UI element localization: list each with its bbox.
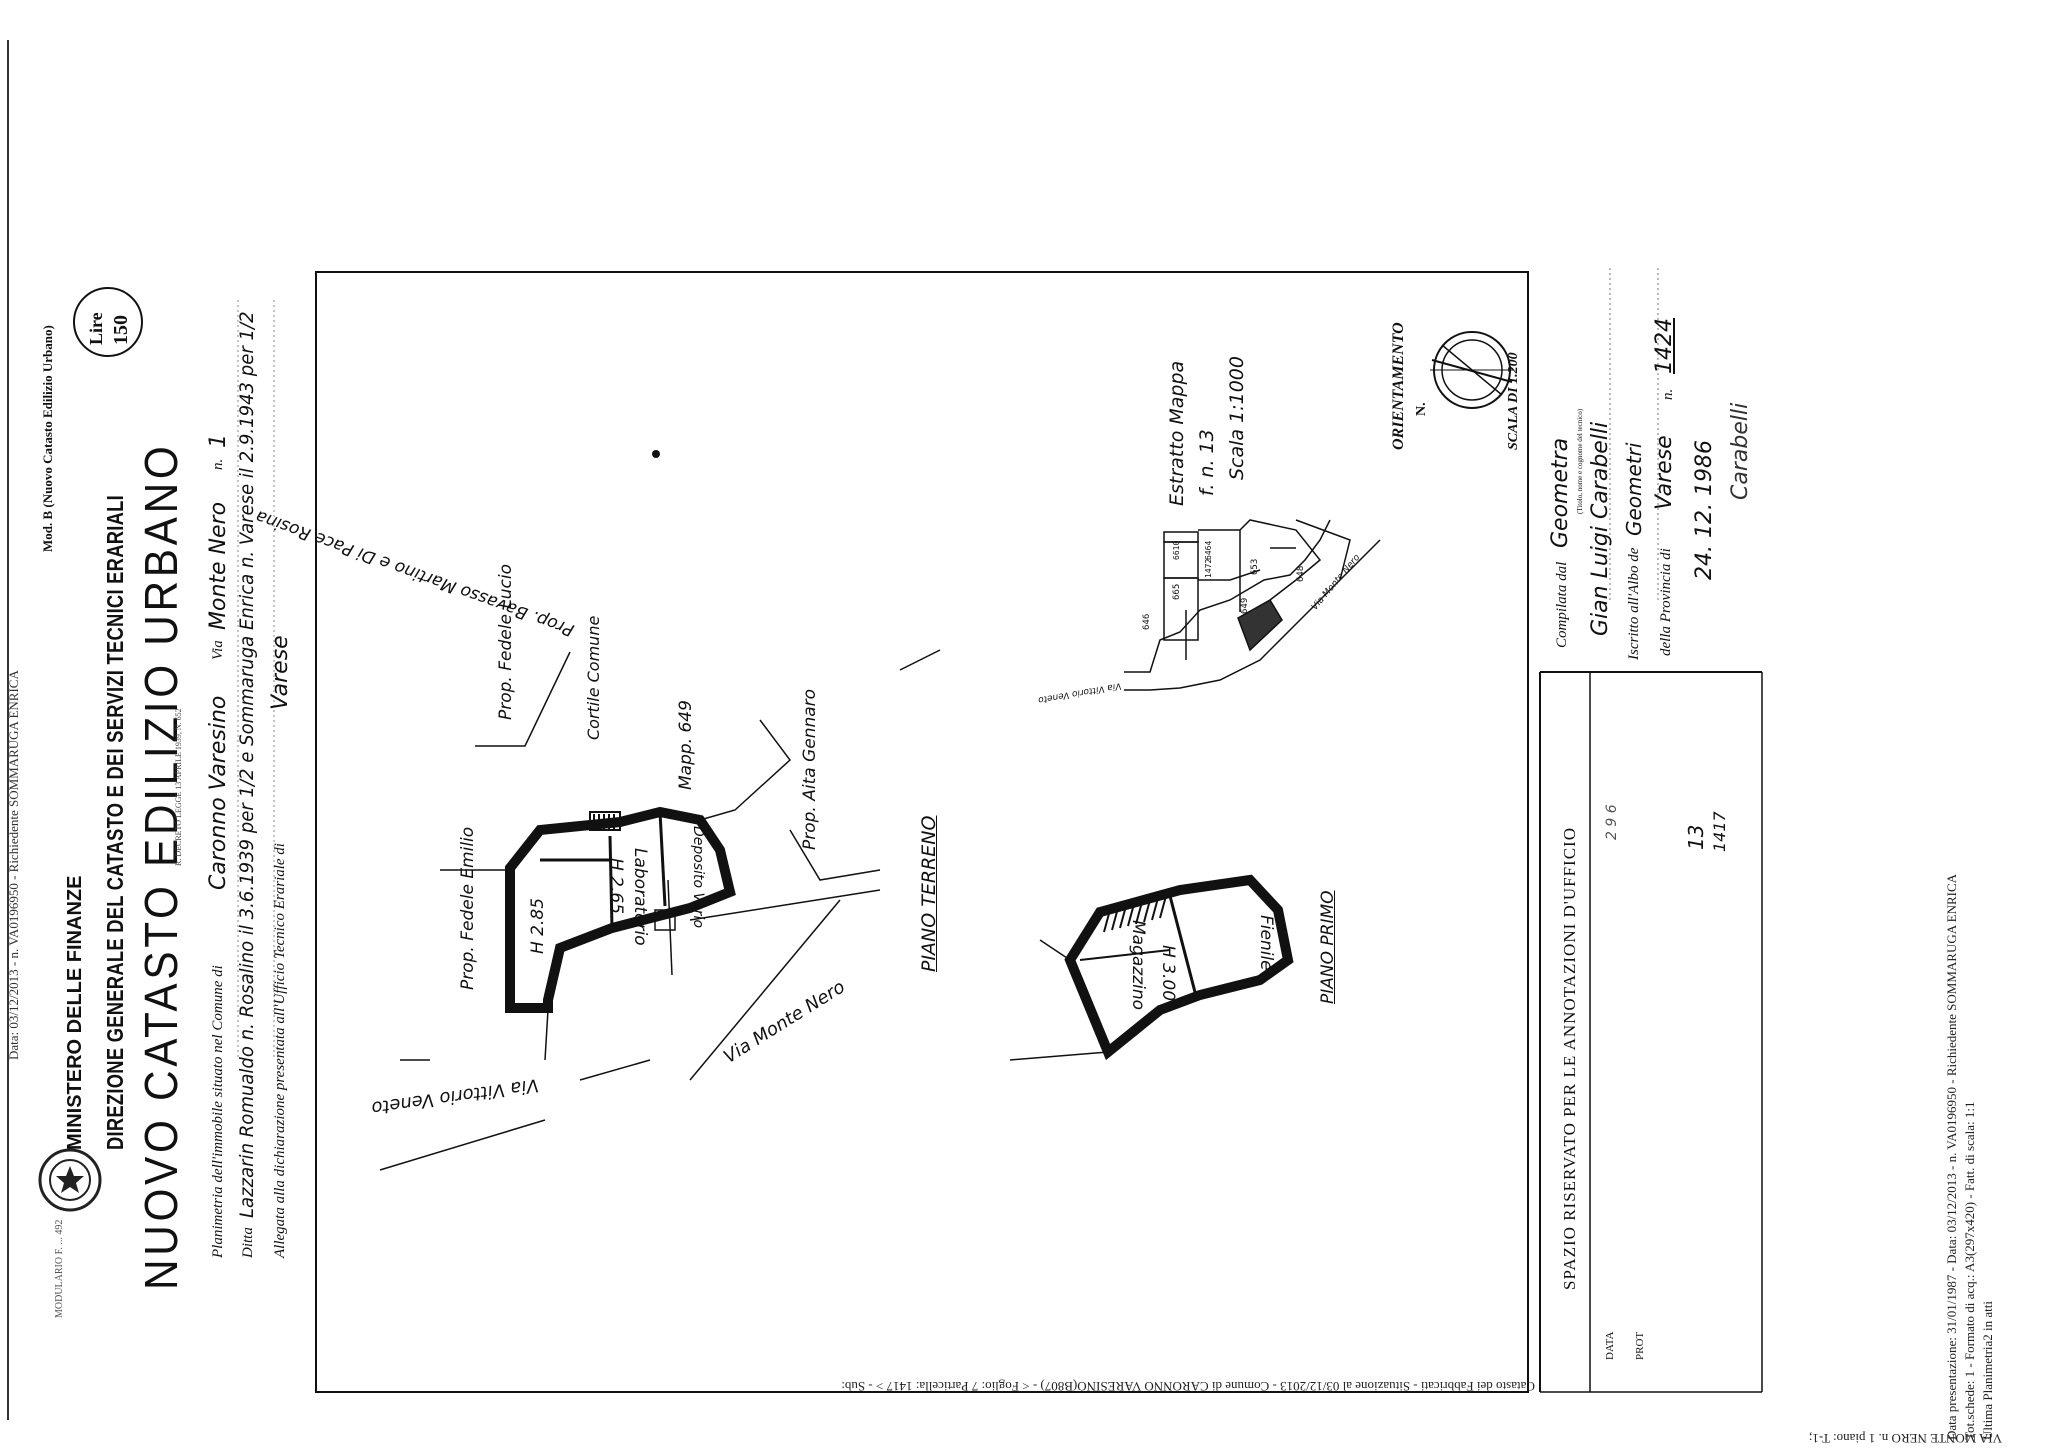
margin-strip-text: Data: 03/12/2013 - n. VA0196950 - Richie… bbox=[6, 670, 21, 1060]
label-prop-aita: Prop. Aita Gennaro bbox=[800, 688, 820, 850]
stamp-circle bbox=[73, 287, 143, 357]
mod-b-label: Mod. B (Nuovo Catasto Edilizio Urbano) bbox=[40, 325, 55, 552]
ministry-title: MINISTERO DELLE FINANZE bbox=[64, 875, 86, 1150]
footer-line-1: Data presentazione: 31/01/1987 - Data: 0… bbox=[1944, 873, 1959, 1440]
label-magazzino: Magazzino bbox=[1128, 920, 1148, 1011]
compilata-data: 24. 12. 1986 bbox=[1692, 440, 1717, 580]
compilata-label-1: Compilata dal bbox=[1554, 561, 1570, 648]
riservato-title: SPAZIO RISERVATO PER LE ANNOTAZIONI D'UF… bbox=[1560, 827, 1579, 1290]
via-vittorio-veneto-road bbox=[379, 1059, 651, 1171]
stamp-value: 150 bbox=[110, 315, 132, 345]
modulario-label: MODULARIO F. ... 492 bbox=[54, 1219, 65, 1318]
compilata-label-2: Iscritto all'Albo de bbox=[1626, 547, 1642, 660]
parcel-label: 6610 bbox=[1172, 540, 1181, 560]
terreno-boundaries bbox=[400, 649, 941, 1081]
estratto-scala: Scala 1:1000 bbox=[1226, 356, 1248, 480]
label-piano-primo: PIANO PRIMO bbox=[1318, 890, 1338, 1004]
piano-terreno-building bbox=[505, 806, 736, 1013]
direzione-title: DIREZIONE GENERALE DEL CATASTO E DEI SER… bbox=[102, 495, 128, 1150]
compilata-qualifica: Geometra bbox=[1548, 437, 1573, 548]
compilata-label-3: della Provincia di bbox=[1658, 548, 1674, 656]
stamp-lire: Lire bbox=[86, 312, 106, 345]
piano-primo-building bbox=[1009, 874, 1294, 1061]
compilata-albo: Geometri bbox=[1622, 442, 1646, 536]
ufficio-value: Varese bbox=[268, 635, 293, 710]
label-deposito: Deposito Vario bbox=[690, 826, 706, 929]
riservato-col-prot: PROT bbox=[1634, 1331, 1646, 1360]
compass-icon bbox=[1430, 331, 1514, 409]
emblem-icon bbox=[38, 1148, 102, 1212]
parcel-label: 6464 bbox=[1204, 540, 1213, 560]
compilata-note: (Titolo, nome e cognome del tecnico) bbox=[1576, 408, 1584, 514]
parcel-label: 649 bbox=[1240, 597, 1250, 614]
parcel-label: 1472 bbox=[1204, 558, 1213, 578]
riservato-val-foglio: 13 bbox=[1684, 824, 1708, 850]
orientamento-north: N. bbox=[1414, 402, 1429, 416]
footer-catasto-line: Catasto dei Fabbricati - Situazione al 0… bbox=[841, 1379, 1535, 1394]
plan-frame bbox=[315, 271, 1529, 1393]
estratto-title: Estratto Mappa bbox=[1166, 360, 1188, 506]
label-piano-terreno: PIANO TERRENO bbox=[918, 815, 940, 972]
ink-dot bbox=[652, 450, 660, 458]
via-prefix: Via bbox=[210, 640, 226, 660]
footer-line-2: Tot.schede: 1 - Formato di acq.: A3(297x… bbox=[1962, 1101, 1977, 1440]
label-h285: H 2.85 bbox=[528, 897, 548, 954]
label-cortile-comune: Cortile Comune bbox=[584, 615, 603, 740]
info-line-2-prefix: Ditta bbox=[240, 1227, 256, 1258]
label-h300: H 3.00 bbox=[1158, 945, 1178, 1002]
parcel-label: 665 bbox=[1172, 583, 1182, 600]
label-prop-fedele-emilio: Prop. Fedele Emilio bbox=[458, 826, 478, 990]
label-mapp: Mapp. 649 bbox=[676, 700, 696, 790]
riservato-col-data: DATA bbox=[1604, 1331, 1616, 1360]
label-fienile: Fienile bbox=[1256, 915, 1276, 971]
document-title: NUOVO CATASTO EDILIZIO URBANO bbox=[135, 442, 187, 1291]
estratto-mappa-drawing bbox=[1124, 519, 1381, 691]
ditta-value: Lazzarin Romualdo n. Rosalino il 3.6.193… bbox=[236, 311, 258, 1218]
comune-value: Caronno Varesino bbox=[206, 695, 231, 890]
parcel-label: 648 bbox=[1296, 565, 1306, 582]
via-value: Monte Nero bbox=[206, 501, 231, 630]
label-h265: H 2.65 bbox=[606, 858, 626, 915]
estratto-foglio: f. n. 13 bbox=[1196, 429, 1218, 496]
riservato-val-prot: 2 9 6 bbox=[1604, 804, 1620, 840]
footer-line-3: Ultima Planimetria2 in atti bbox=[1980, 1300, 1995, 1440]
info-line-3-prefix: Allegata alla dichiarazione presentata a… bbox=[272, 843, 288, 1258]
compilata-nome: Gian Luigi Carabelli bbox=[1588, 421, 1613, 636]
numero-prefix: n. bbox=[210, 458, 226, 470]
label-prop-fedele-lucio: Prop. Fedele Lucio bbox=[496, 563, 516, 720]
compilata-n-prefix: n. bbox=[1660, 388, 1676, 400]
parcel-label: 646 bbox=[1142, 613, 1152, 630]
numero-value: 1 bbox=[206, 434, 231, 448]
info-line-1-prefix: Planimetria dell'immobile situato nel Co… bbox=[210, 965, 226, 1258]
orientamento-scala: SCALA DI 1.200 bbox=[1506, 352, 1521, 450]
parcel-label: 653 bbox=[1250, 558, 1260, 575]
compilata-firma: Carabelli bbox=[1728, 402, 1753, 500]
compilata-n-iscrizione: 1424 bbox=[1652, 318, 1677, 374]
label-laboratorio: Laboratorio bbox=[630, 848, 650, 946]
decreto-label: R. DECRETO LEGGE 13 APRILE 1939, N. 652 bbox=[174, 708, 183, 866]
orientamento-title: ORIENTAMENTO bbox=[1390, 322, 1407, 450]
riservato-val-part: 1417 bbox=[1710, 811, 1729, 852]
compilata-provincia: Varese bbox=[1652, 435, 1677, 510]
